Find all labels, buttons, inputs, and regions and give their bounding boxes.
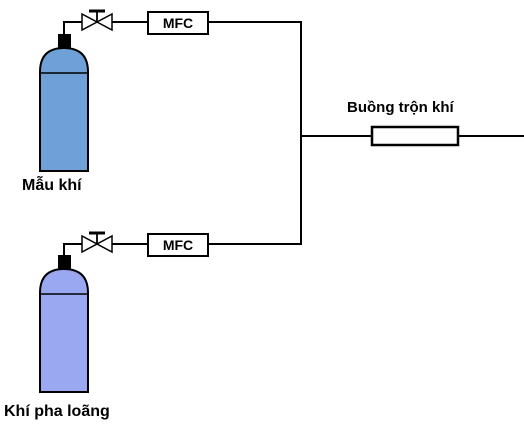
sample-cylinder-neck <box>58 34 71 50</box>
dilution-gas-label: Khí pha loãng <box>4 403 110 420</box>
dilution-cylinder-icon <box>39 267 89 393</box>
sample-pipe-1 <box>63 21 82 34</box>
dilution-pipe-3 <box>208 136 302 245</box>
sample-needle-valve-icon <box>81 9 113 32</box>
mfc-bottom-label: MFC <box>163 237 193 253</box>
mixing-outlet <box>301 125 524 147</box>
sample-pipe-3 <box>208 21 302 136</box>
dilution-cylinder-neck <box>58 255 71 271</box>
mixing-chamber-box <box>370 125 460 147</box>
dilution-gas-branch: MFC <box>39 136 302 393</box>
sample-gas-branch: MFC <box>39 9 302 172</box>
dilution-needle-valve-icon <box>81 231 113 254</box>
sample-gas-label: Mẫu khí <box>22 177 82 194</box>
mfc-top-label: MFC <box>163 15 193 31</box>
sample-cylinder-icon <box>39 46 89 172</box>
dilution-pipe-1 <box>63 243 82 255</box>
mixing-chamber-label: Buồng trộn khí <box>347 99 454 116</box>
